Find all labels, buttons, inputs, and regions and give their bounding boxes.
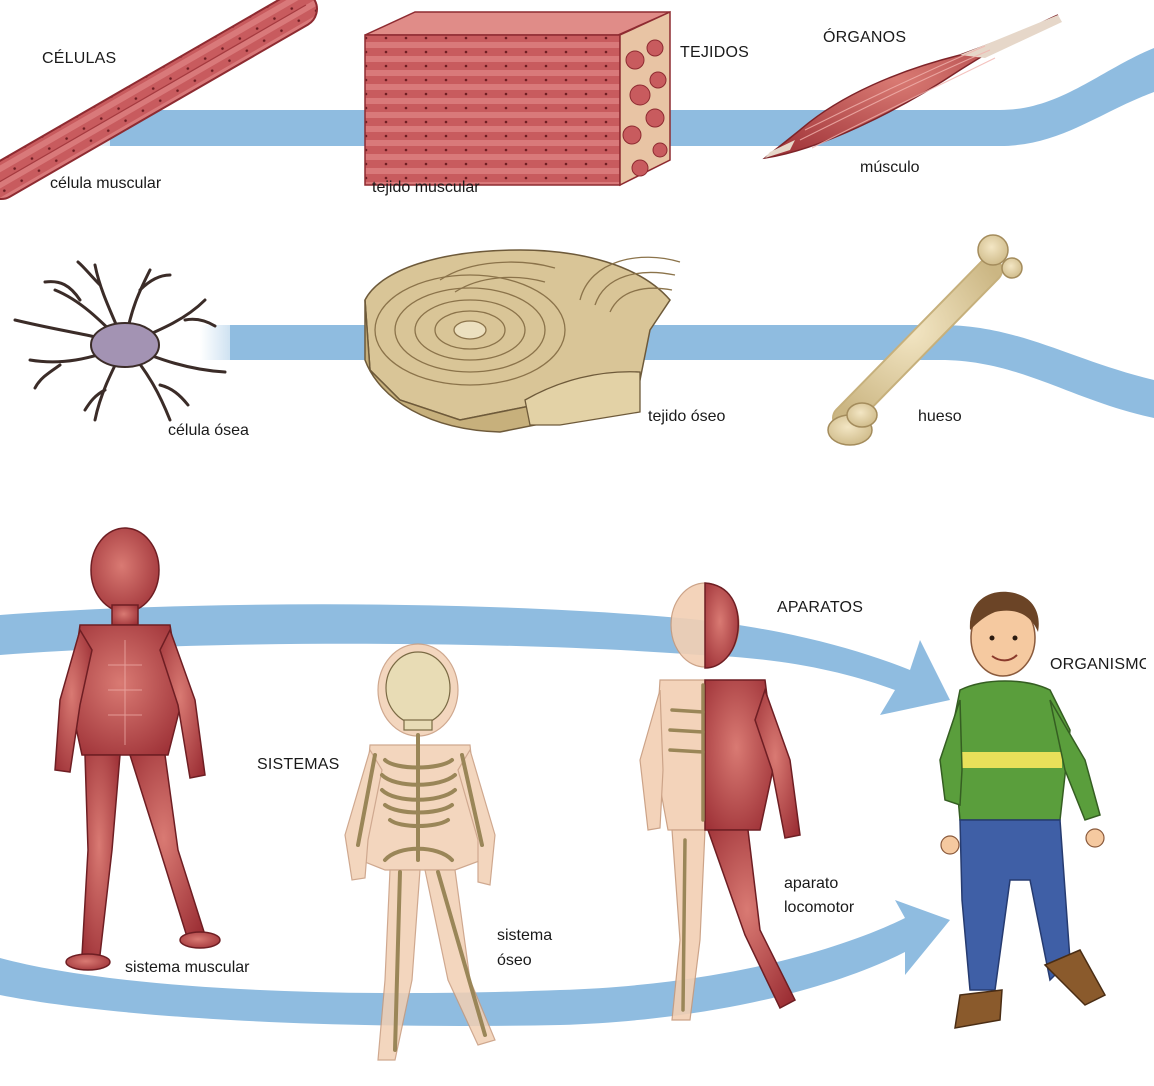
label-skeletal-system-line2: óseo [497,951,532,970]
label-systems-stage: SISTEMAS [257,755,340,774]
label-tissues-stage: TEJIDOS [680,43,749,62]
label-muscular-system: sistema muscular [125,958,249,977]
label-locomotor-line2: locomotor [784,898,854,917]
flow-band-fade-bone [200,325,270,360]
label-bone-tissue: tejido óseo [648,407,725,426]
label-muscle-tissue: tejido muscular [372,178,480,197]
muscle-tissue-illustration [365,12,670,185]
label-skeletal-system-line1: sistema [497,926,552,945]
body-row [0,528,1105,1060]
bone-tissue-illustration [365,250,680,432]
bone-cell-body [91,323,159,367]
bone-row [15,235,1154,445]
muscle-cell-illustration [0,0,324,206]
label-bone-cell: célula ósea [168,421,249,440]
label-organism-stage: ORGANISMO [1050,655,1146,674]
muscular-system-illustration [55,528,220,970]
label-locomotor-line1: aparato [784,874,838,893]
label-apparatus-stage: APARATOS [777,598,863,617]
label-muscle-organ: músculo [860,158,920,177]
label-organs-stage: ÓRGANOS [823,28,906,47]
label-bone-organ: hueso [918,407,962,426]
muscle-row [0,0,1154,206]
label-cells-stage: CÉLULAS [42,49,116,68]
label-muscle-cell: célula muscular [50,174,161,193]
